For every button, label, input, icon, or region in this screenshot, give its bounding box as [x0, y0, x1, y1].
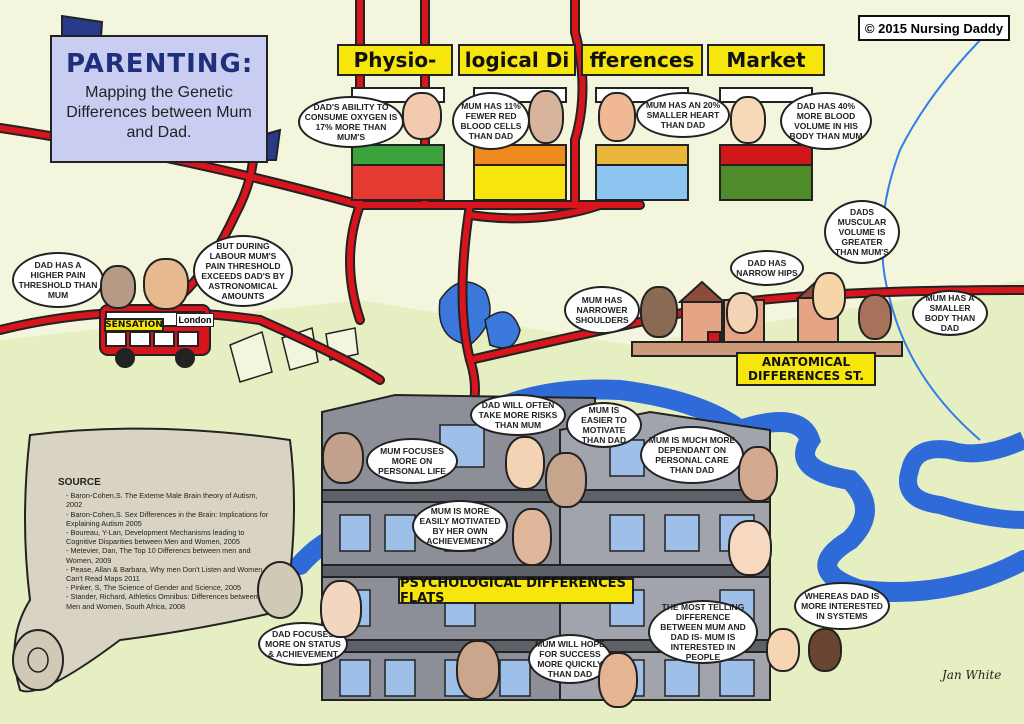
anatomical-face-2: [726, 292, 758, 334]
page-title: PARENTING:: [66, 49, 254, 79]
vendor-face-4: [730, 96, 766, 144]
anatomical-bubble-muscular: DADS MUSCULAR VOLUME IS GREATER THAN MUM…: [824, 200, 900, 264]
flats-face-6: [728, 520, 772, 576]
anatomical-bubble-hips: DAD HAS NARROW HIPS: [730, 250, 804, 286]
bus-label-sensation: SENSATION: [104, 318, 164, 332]
flats-face-3: [545, 452, 587, 508]
psych-bubble-status: DAD FOCUSES MORE ON STATUS & ACHIEVEMENT: [258, 622, 348, 666]
child-girl: [808, 628, 842, 672]
vendor-face-2: [528, 90, 564, 144]
pain-bubble-dad: DAD HAS A HIGHER PAIN THRESHOLD THAN MUM: [12, 252, 104, 308]
psych-bubble-motivate: MUM IS EASIER TO MOTIVATE THAN DAD: [566, 402, 642, 448]
flats-face-1: [322, 432, 364, 484]
market-sign-4: Market: [707, 44, 825, 76]
market-sign-1: Physio-: [337, 44, 453, 76]
source-item: - Baron-Cohen,S. Sex Differences in the …: [66, 509, 269, 528]
psych-bubble-people: THE MOST TELLING DIFFERENCE BETWEEN MUM …: [648, 600, 758, 664]
market-stalls: [351, 87, 813, 201]
source-item: - Baron-Cohen,S. The Exteme Male Brain t…: [66, 491, 258, 510]
child-boy: [766, 628, 800, 672]
park-1: [229, 330, 273, 383]
copyright-label: © 2015 Nursing Daddy: [858, 15, 1010, 41]
psych-bubble-risks: DAD WILL OFTEN TAKE MORE RISKS THAN MUM: [470, 394, 566, 436]
market-bubble-heart: MUM HAS AN 20% SMALLER HEART THAN DAD: [636, 92, 730, 138]
market-bubble-blood: DAD HAS 40% MORE BLOOD VOLUME IN HIS BOD…: [780, 92, 872, 150]
source-heading: SOURCE: [58, 477, 101, 488]
vendor-face-1: [402, 92, 442, 140]
flats-face-2: [505, 436, 545, 490]
flats-face-4: [738, 446, 778, 502]
psych-flats-sign: PSYCHOLOGICAL DIFFERENCES FLATS: [398, 576, 634, 606]
source-item: - Pease, Allan & Barbara, Why men Don't …: [66, 564, 263, 584]
flats-face-5: [512, 508, 552, 566]
vendor-face-3: [598, 92, 636, 142]
market-sign-3: fferences: [581, 44, 703, 76]
river-branch: [899, 431, 1024, 529]
anatomical-street-sign: ANATOMICAL DIFFERENCES ST.: [736, 352, 876, 386]
houses: [631, 278, 903, 357]
page-subtitle: Mapping the Genetic Differences between …: [66, 84, 252, 141]
bus-destination: London: [176, 313, 214, 327]
artist-signature: Jan White: [942, 668, 1002, 682]
source-item: - Pinker, S, The Science of Gender and S…: [66, 583, 242, 593]
anatomical-bubble-shoulders: MUM HAS NARROWER SHOULDERS: [564, 286, 640, 334]
source-panel: SOURCE - Baron-Cohen,S. The Exteme Male …: [58, 477, 270, 611]
market-bubble-red-cells: MUM HAS 11% FEWER RED BLOOD CELLS THAN D…: [452, 92, 530, 150]
market-bubble-oxygen: DAD'S ABILITY TO CONSUME OXYGEN IS 17% M…: [298, 96, 404, 148]
pain-bubble-mum: BUT DURING LABOUR MUM'S PAIN THRESHOLD E…: [193, 235, 293, 307]
bus-passenger-mum: [143, 258, 189, 310]
source-item: - Metevier, Dan, The Top 10 Differencs b…: [66, 546, 251, 565]
flats-face-7: [320, 580, 362, 638]
psych-bubble-personal-life: MUM FOCUSES MORE ON PERSONAL LIFE: [366, 438, 458, 484]
source-item: - Boureau, Y-Lan, Development Mechanisms…: [66, 528, 245, 547]
anatomical-face-3: [812, 272, 846, 320]
psych-bubble-achievements: MUM IS MORE EASILY MOTIVATED BY HER OWN …: [412, 500, 508, 552]
anatomical-face-1: [640, 286, 678, 338]
bus-passenger-dad: [100, 265, 136, 309]
anatomical-bubble-body: MUM HAS A SMALLER BODY THAN DAD: [912, 290, 988, 336]
market-sign-2: logical Di: [458, 44, 576, 76]
scroll-shape: [13, 427, 295, 693]
source-item: - Stander, Richard, Athletics Omnibus: D…: [66, 592, 258, 611]
flats-face-8: [456, 640, 500, 700]
anatomical-face-4: [858, 294, 892, 340]
psych-bubble-systems: WHEREAS DAD IS MORE INTERESTED IN SYSTEM…: [794, 582, 890, 630]
psych-bubble-personal-care: MUM IS MUCH MORE DEPENDANT ON PERSONAL C…: [640, 426, 744, 484]
title-panel: PARENTING: Mapping the Genetic Differenc…: [50, 35, 268, 163]
flats-face-9: [598, 652, 638, 708]
lake-2: [484, 311, 521, 349]
